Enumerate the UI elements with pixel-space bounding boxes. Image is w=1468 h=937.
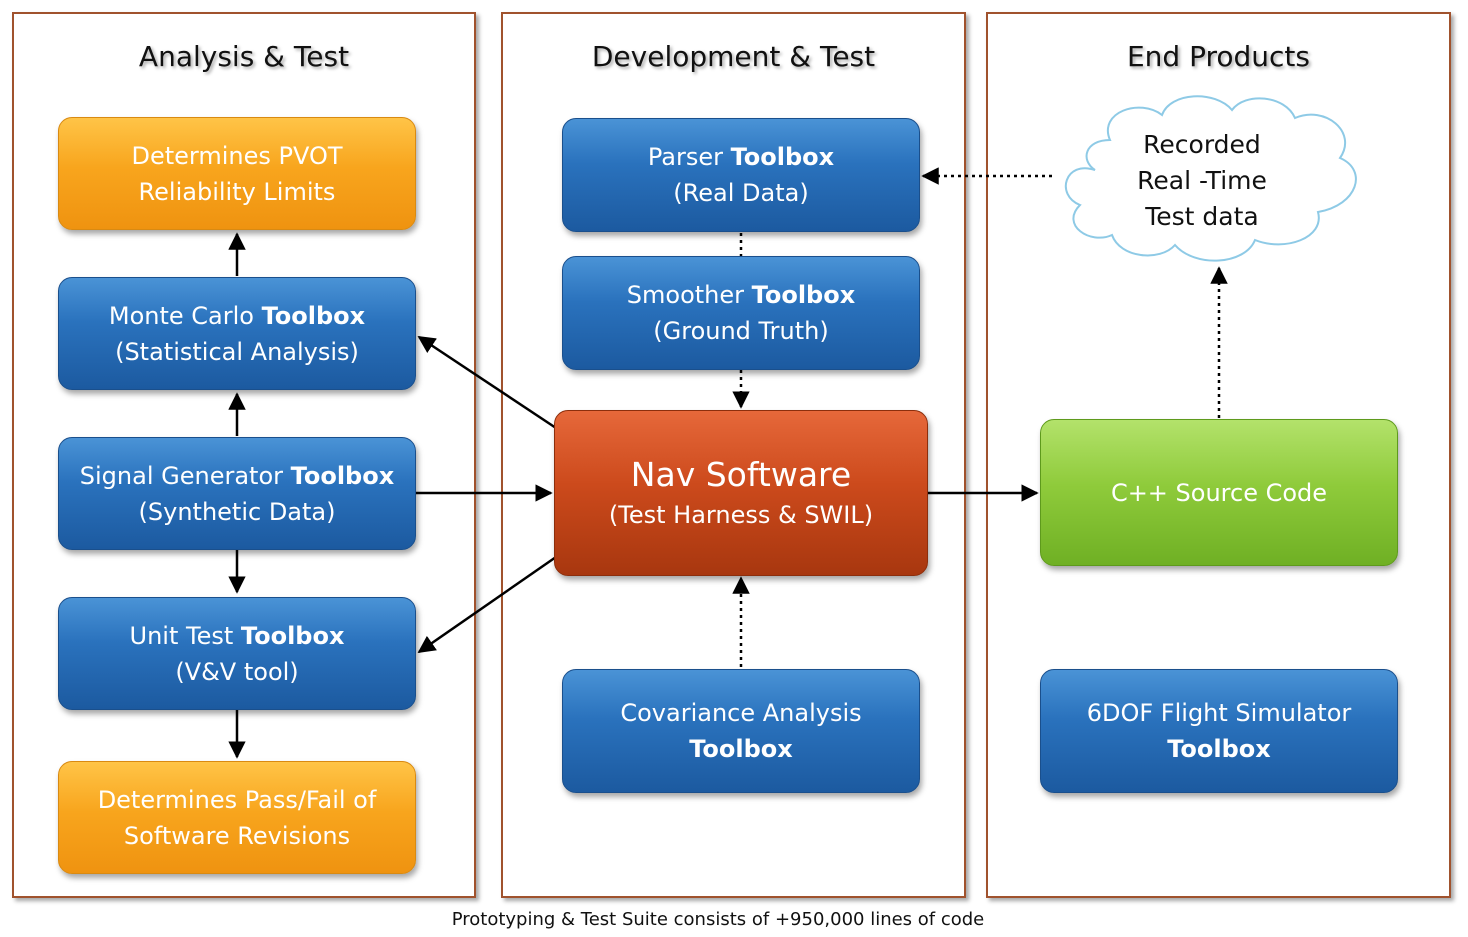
recorded-data-cloud xyxy=(1064,95,1357,262)
nav-software-sub: (Test Harness & SWIL) xyxy=(608,501,874,529)
parser-sub: (Real Data) xyxy=(673,179,809,207)
cpp-source-box: C++ Source Code xyxy=(1040,419,1398,566)
signal-generator-box: Signal Generator Toolbox (Synthetic Data… xyxy=(58,437,416,550)
flight-simulator-toolbox: Toolbox xyxy=(1167,735,1271,763)
cloud-line-2: Real -Time xyxy=(1137,166,1267,195)
unit-test-box: Unit Test Toolbox (V&V tool) xyxy=(58,597,416,710)
smoother-toolbox: Toolbox xyxy=(751,281,856,309)
cloud-line-1: Recorded xyxy=(1143,130,1261,159)
unit-test-toolbox: Toolbox xyxy=(240,621,345,650)
arrow-nav-to-monte-carlo xyxy=(417,335,557,430)
signal-generator-sub: (Synthetic Data) xyxy=(138,497,336,526)
cloud-label: Recorded Real -Time Test data xyxy=(1092,127,1312,235)
parser-toolbox: Toolbox xyxy=(730,143,835,171)
unit-test-name: Unit Test xyxy=(129,621,234,650)
nav-software-title: Nav Software xyxy=(630,455,852,494)
monte-carlo-name: Monte Carlo xyxy=(108,301,254,330)
analysis-test-title: Analysis & Test xyxy=(138,40,350,73)
pass-fail-line-2: Software Revisions xyxy=(123,821,351,850)
covariance-name: Covariance Analysis xyxy=(620,699,862,727)
smoother-sub: (Ground Truth) xyxy=(653,317,829,345)
parser-box: Parser Toolbox (Real Data) xyxy=(562,118,920,232)
pass-fail-box: Determines Pass/Fail of Software Revisio… xyxy=(58,761,416,874)
cloud-line-3: Test data xyxy=(1145,202,1259,231)
monte-carlo-sub: (Statistical Analysis) xyxy=(115,337,359,366)
pass-fail-line-1: Determines Pass/Fail of xyxy=(97,785,377,814)
covariance-toolbox: Toolbox xyxy=(689,735,793,763)
end-products-title: End Products xyxy=(1126,40,1310,73)
pvot-line-1: Determines PVOT xyxy=(131,141,343,170)
signal-generator-name: Signal Generator xyxy=(79,461,284,490)
development-test-title: Development & Test xyxy=(591,40,876,73)
covariance-box: Covariance Analysis Toolbox xyxy=(562,669,920,793)
nav-software-box: Nav Software (Test Harness & SWIL) xyxy=(554,410,928,576)
smoother-box: Smoother Toolbox (Ground Truth) xyxy=(562,256,920,370)
unit-test-sub: (V&V tool) xyxy=(175,657,299,686)
pvot-box: Determines PVOT Reliability Limits xyxy=(58,117,416,230)
signal-generator-toolbox: Toolbox xyxy=(290,461,395,490)
monte-carlo-toolbox: Toolbox xyxy=(261,301,366,330)
pvot-line-2: Reliability Limits xyxy=(138,177,336,206)
cpp-source-label: C++ Source Code xyxy=(1110,478,1328,507)
footer-caption: Prototyping & Test Suite consists of +95… xyxy=(451,909,985,930)
arrow-nav-to-unit-test xyxy=(417,555,557,654)
monte-carlo-box: Monte Carlo Toolbox (Statistical Analysi… xyxy=(58,277,416,390)
flight-simulator-name: 6DOF Flight Simulator xyxy=(1086,699,1352,727)
smoother-name: Smoother xyxy=(626,281,745,309)
parser-name: Parser xyxy=(647,143,723,171)
flight-simulator-box: 6DOF Flight Simulator Toolbox xyxy=(1040,669,1398,793)
